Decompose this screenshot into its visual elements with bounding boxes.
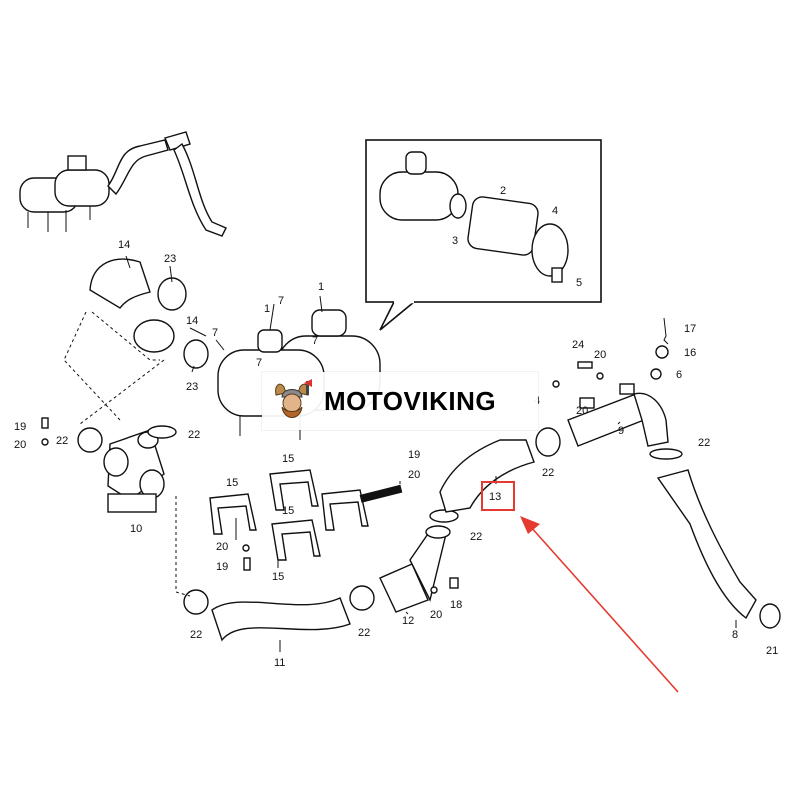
callout-23: 23 bbox=[186, 381, 198, 393]
callout-16: 16 bbox=[684, 347, 696, 359]
callout-24: 24 bbox=[572, 339, 584, 351]
callout-18: 18 bbox=[450, 599, 462, 611]
elbow-14-lower bbox=[133, 319, 209, 369]
callout-22: 22 bbox=[698, 437, 710, 449]
overview-thumbnail bbox=[19, 131, 227, 237]
callout-1: 1 bbox=[318, 281, 324, 293]
callout-labels: 14 23 7 1 14 7 7 7 23 1 2 3 4 5 17 16 24… bbox=[14, 185, 778, 669]
callout-23: 23 bbox=[164, 253, 176, 265]
flange-pipe-12 bbox=[379, 509, 459, 613]
leader-lines bbox=[63, 311, 401, 597]
pipe-9 bbox=[535, 383, 669, 457]
callout-22: 22 bbox=[190, 629, 202, 641]
callout-2: 2 bbox=[500, 185, 506, 197]
callout-3: 3 bbox=[452, 235, 458, 247]
callout-15: 15 bbox=[282, 505, 294, 517]
viking-logo-icon bbox=[275, 379, 312, 418]
solid-leaders bbox=[125, 255, 737, 652]
callout-12: 12 bbox=[402, 615, 414, 627]
small-hardware bbox=[552, 317, 669, 388]
callout-19: 19 bbox=[408, 449, 420, 461]
callout-15: 15 bbox=[226, 477, 238, 489]
elbow-14-upper bbox=[89, 258, 187, 311]
callout-15: 15 bbox=[272, 571, 284, 583]
callout-8: 8 bbox=[732, 629, 738, 641]
callout-13-highlighted: 13 bbox=[489, 491, 501, 503]
callout-4: 4 bbox=[552, 205, 558, 217]
highlight-13 bbox=[481, 481, 679, 693]
callout-6: 6 bbox=[676, 369, 682, 381]
callout-14: 14 bbox=[186, 315, 198, 327]
pipe-11 bbox=[183, 585, 375, 642]
callout-10: 10 bbox=[130, 523, 142, 535]
callout-7: 7 bbox=[212, 327, 218, 339]
filter-inset-box bbox=[365, 139, 602, 331]
callout-20: 20 bbox=[408, 469, 420, 481]
callout-19: 19 bbox=[216, 561, 228, 573]
bracket-set-15 bbox=[209, 469, 403, 571]
callout-21: 21 bbox=[766, 645, 778, 657]
callout-9: 9 bbox=[618, 425, 624, 437]
callout-11: 11 bbox=[274, 657, 285, 669]
callout-22: 22 bbox=[56, 435, 68, 447]
callout-22: 22 bbox=[542, 467, 554, 479]
tee-pipe-10 bbox=[41, 417, 177, 513]
callout-7: 7 bbox=[256, 357, 262, 369]
callout-7: 7 bbox=[312, 335, 318, 347]
callout-7: 7 bbox=[278, 295, 284, 307]
callout-14: 14 bbox=[118, 239, 130, 251]
callout-17: 17 bbox=[684, 323, 696, 335]
callout-20: 20 bbox=[430, 609, 442, 621]
callout-22: 22 bbox=[188, 429, 200, 441]
callout-22: 22 bbox=[358, 627, 370, 639]
callout-15: 15 bbox=[282, 453, 294, 465]
callout-20: 20 bbox=[14, 439, 26, 451]
pipe-8 bbox=[649, 448, 781, 629]
watermark-banner: MOTOVIKING bbox=[262, 372, 538, 430]
callout-22: 22 bbox=[470, 531, 482, 543]
callout-5: 5 bbox=[576, 277, 582, 289]
pipe-13 bbox=[439, 439, 535, 513]
watermark-text: MOTOVIKING bbox=[324, 385, 497, 416]
callout-1: 1 bbox=[264, 303, 270, 315]
callout-20: 20 bbox=[594, 349, 606, 361]
callout-20: 20 bbox=[576, 405, 588, 417]
callout-20: 20 bbox=[216, 541, 228, 553]
callout-19: 19 bbox=[14, 421, 26, 433]
